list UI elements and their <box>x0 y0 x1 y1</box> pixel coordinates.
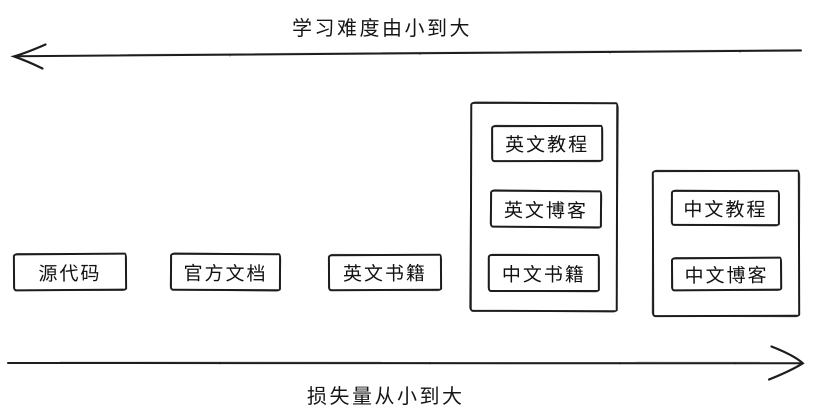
node-label: 源代码 <box>38 263 102 285</box>
node-label: 官方文档 <box>183 263 268 285</box>
node-chinese-blog: 中文博客 <box>670 256 783 292</box>
difficulty-arrow-left-icon <box>10 43 802 70</box>
node-label: 英文教程 <box>505 134 590 157</box>
node-english-blog: 英文博客 <box>489 189 603 229</box>
group-box-english-resources: 英文教程 英文博客 中文书籍 <box>469 101 619 313</box>
top-axis-label: 学习难度由小到大 <box>292 18 472 40</box>
node-chinese-tutorial: 中文教程 <box>670 189 780 227</box>
loss-arrow-right-icon <box>7 345 805 381</box>
bottom-axis-label: 损失量从小到大 <box>307 386 465 408</box>
node-label: 中文教程 <box>683 199 768 221</box>
node-label: 中文博客 <box>684 265 769 287</box>
node-english-books: 英文书籍 <box>327 253 443 292</box>
node-chinese-books: 中文书籍 <box>487 253 600 293</box>
node-official-docs: 官方文档 <box>169 252 282 292</box>
node-label: 英文书籍 <box>342 263 428 286</box>
node-english-tutorial: 英文教程 <box>491 124 604 163</box>
group-box-chinese-resources: 中文教程 中文博客 <box>651 169 801 318</box>
node-source-code: 源代码 <box>12 252 128 292</box>
node-label: 中文书籍 <box>501 264 586 286</box>
node-label: 英文博客 <box>503 200 589 222</box>
